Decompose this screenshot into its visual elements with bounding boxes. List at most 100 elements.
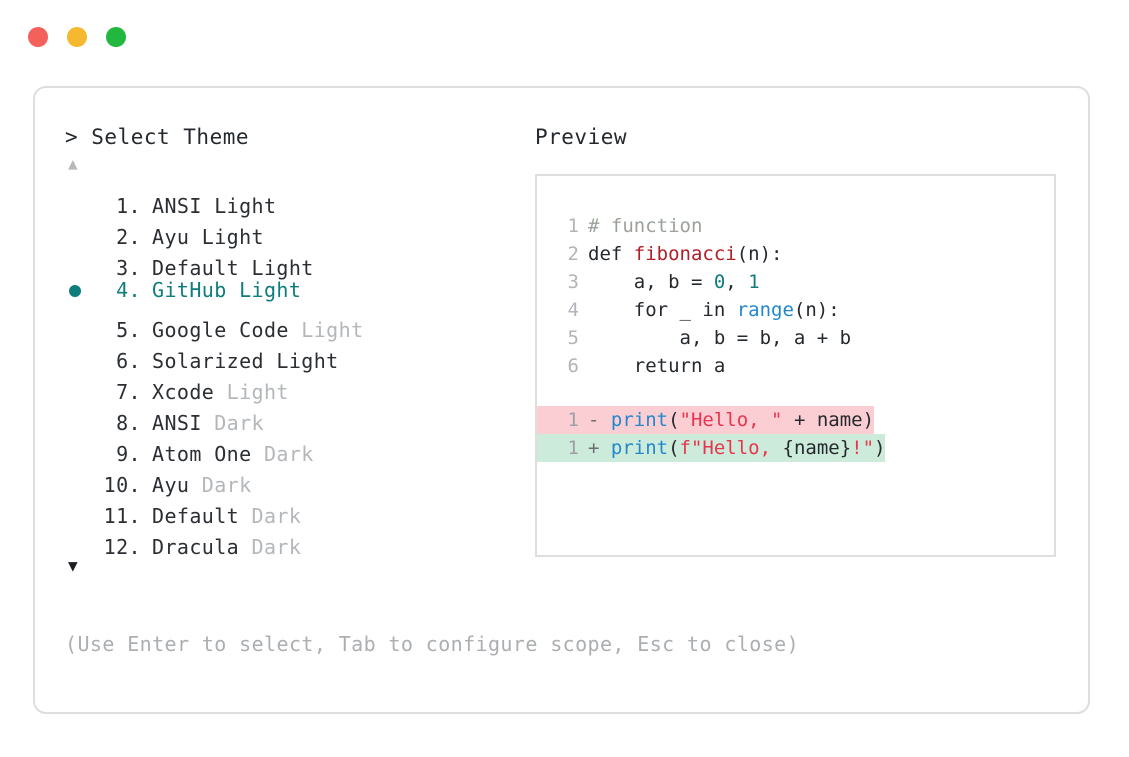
theme-list-item[interactable]: 5.Google Code Light — [65, 306, 535, 342]
theme-item-name: Ayu — [152, 473, 190, 497]
selection-bullet-cell — [65, 275, 95, 306]
code-token: fibonacci — [633, 243, 737, 265]
selection-bullet-cell — [65, 213, 95, 244]
theme-list-item[interactable]: 3.Default Light — [65, 244, 535, 280]
theme-item-label: GitHub Light — [141, 278, 301, 302]
line-number: 5 — [567, 327, 579, 349]
theme-item-number: 12. — [103, 535, 141, 559]
selection-bullet-cell — [65, 492, 95, 523]
line-number: 1 — [567, 215, 579, 237]
theme-list-item[interactable]: 12.Dracula Dark — [65, 523, 535, 559]
theme-list-item[interactable]: 11.Default Dark — [65, 492, 535, 528]
code-line: 6 return a — [537, 352, 1054, 380]
theme-list-item[interactable]: 4. GitHub Light — [65, 275, 535, 306]
theme-item-variant: Dark — [201, 411, 264, 435]
theme-item-name: ANSI Light — [152, 194, 277, 218]
theme-list-item[interactable]: 9.Atom One Dark — [65, 430, 535, 466]
code-token: return a — [588, 355, 726, 377]
theme-item-number: 11. — [103, 504, 141, 528]
code-text: return a — [579, 352, 726, 380]
close-window-button[interactable] — [28, 27, 48, 47]
code-token: ( — [668, 409, 680, 431]
theme-item-number: 2. — [103, 225, 141, 249]
code-text: # function — [579, 212, 702, 240]
code-token: a, b = — [588, 271, 714, 293]
theme-item-number: 5. — [103, 318, 141, 342]
theme-item-variant: Light — [288, 318, 364, 342]
code-token: 1 — [748, 271, 760, 293]
scroll-down-arrow[interactable]: ▼ — [68, 556, 78, 575]
keyboard-hint: (Use Enter to select, Tab to configure s… — [65, 632, 800, 656]
theme-list-item[interactable]: 1. ANSI Light — [65, 182, 535, 218]
code-token: for _ in — [588, 299, 737, 321]
theme-selector-card: > Select Theme ▲ 1.ANSI Light 2.Ayu Ligh… — [33, 86, 1090, 714]
theme-item-label: ANSI Light — [141, 194, 276, 218]
code-line: 5 a, b = b, a + b — [537, 324, 1054, 352]
selection-bullet-cell — [65, 461, 95, 492]
selection-bullet-cell — [65, 182, 95, 213]
window-titlebar — [28, 27, 126, 47]
line-number: 3 — [567, 271, 579, 293]
theme-item-name: Atom One — [152, 442, 252, 466]
code-token: 0 — [713, 271, 726, 293]
line-number: 2 — [567, 243, 579, 265]
selection-bullet-cell — [65, 430, 95, 461]
scroll-up-arrow[interactable]: ▲ — [68, 154, 78, 173]
selection-bullet-cell — [65, 306, 95, 337]
theme-item-label: Default Dark — [141, 504, 301, 528]
theme-list-item[interactable]: 2.Ayu Light — [65, 213, 535, 249]
theme-item-number: 10. — [103, 473, 141, 497]
code-token: ( — [668, 437, 680, 459]
code-token: print — [610, 437, 669, 459]
code-line: 4 for _ in range(n): — [537, 296, 1054, 324]
selected-bullet-icon — [69, 284, 81, 297]
code-token: (n): — [736, 243, 783, 265]
theme-item-label: Xcode Light — [141, 380, 289, 404]
theme-list: 1.ANSI Light 2.Ayu Light 3.Default Light… — [65, 182, 535, 559]
maximize-window-button[interactable] — [106, 27, 126, 47]
line-number: 4 — [567, 299, 579, 321]
minimize-window-button[interactable] — [67, 27, 87, 47]
code-token: range — [736, 299, 794, 321]
code-text: a, b = b, a + b — [579, 324, 852, 352]
code-token: "Hello, " — [679, 409, 783, 431]
theme-item-number: 9. — [103, 442, 141, 466]
code-token: + name) — [782, 409, 875, 431]
theme-item-number: 1. — [103, 194, 141, 218]
theme-item-label: Google Code Light — [141, 318, 364, 342]
theme-item-variant: Dark — [251, 442, 314, 466]
theme-item-variant: Dark — [239, 535, 302, 559]
selection-bullet-cell — [65, 368, 95, 399]
theme-item-label: Ayu Dark — [141, 473, 252, 497]
selection-bullet-cell — [65, 337, 95, 368]
theme-list-item[interactable]: 6.Solarized Light — [65, 337, 535, 373]
line-number: 1 — [567, 409, 579, 431]
theme-item-number: 8. — [103, 411, 141, 435]
theme-list-item[interactable]: 7.Xcode Light — [65, 368, 535, 404]
theme-item-label: Atom One Dark — [141, 442, 314, 466]
preview-title: Preview — [535, 125, 628, 149]
theme-item-name: GitHub Light — [152, 277, 302, 302]
theme-item-name: Default — [152, 504, 240, 528]
code-token: f"Hello, — [679, 437, 783, 459]
code-token: - — [588, 409, 611, 431]
code-token: ) — [874, 437, 886, 459]
code-token: # function — [588, 215, 703, 237]
code-token: a, b = b, a + b — [588, 327, 852, 349]
diff-added-line: 1+ print(f"Hello, {name}!") — [537, 434, 886, 462]
code-text: - print("Hello, " + name) — [579, 406, 874, 434]
code-token: print — [610, 409, 669, 431]
theme-list-item[interactable]: 10.Ayu Dark — [65, 461, 535, 497]
select-theme-prompt: > Select Theme — [65, 125, 250, 149]
theme-list-item[interactable]: 8. ANSI Dark — [65, 399, 535, 435]
theme-item-name: ANSI — [152, 411, 202, 435]
code-token: {name} — [782, 437, 852, 459]
theme-item-name: Solarized Light — [152, 349, 339, 373]
code-token: (n): — [793, 299, 840, 321]
theme-item-variant: Dark — [239, 504, 302, 528]
selection-bullet-cell — [65, 244, 95, 275]
code-text: + print(f"Hello, {name}!") — [579, 434, 885, 462]
theme-item-number: 4. — [103, 277, 141, 302]
